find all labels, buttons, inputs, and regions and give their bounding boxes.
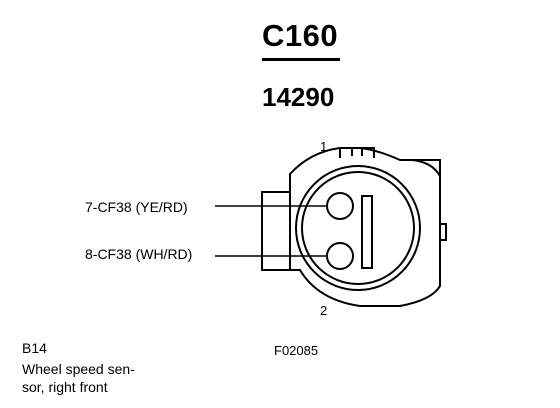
left-flange	[262, 191, 291, 271]
pin-1-label: 1	[320, 139, 328, 154]
inner-ring	[295, 165, 421, 291]
pin-2-circuit: 8-CF38 (WH/RD)	[85, 246, 193, 262]
pin-2-label: 2	[320, 303, 328, 318]
right-latch	[412, 159, 447, 241]
connector-id-underline	[262, 58, 340, 61]
component-description-line1: Wheel speed sen-	[22, 361, 135, 377]
part-number: 14290	[262, 82, 335, 112]
pin-1-cavity	[326, 192, 354, 220]
pin-2-cavity	[326, 242, 354, 270]
pin-1-circuit: 7-CF38 (YE/RD)	[85, 199, 188, 215]
component-id: B14	[22, 340, 47, 356]
figure-code: F02085	[274, 343, 319, 358]
inner-ring-2	[301, 171, 415, 285]
connector-id: C160	[262, 18, 339, 53]
component-description: Wheel speed sen- sor, right front	[22, 360, 162, 396]
component-description-line2: sor, right front	[22, 379, 108, 395]
divider-bar	[361, 195, 373, 269]
top-key	[339, 147, 375, 158]
connector-housing	[261, 147, 441, 307]
